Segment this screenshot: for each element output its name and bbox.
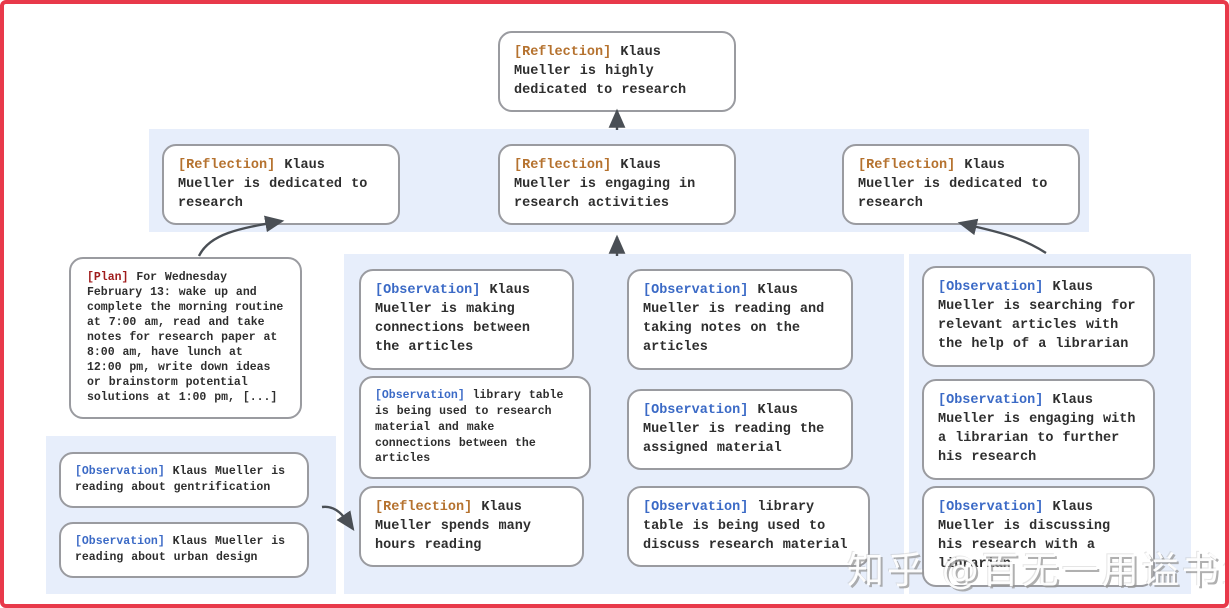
node-obs-taking-notes: [Observation] Klaus Mueller is reading a… <box>627 269 853 370</box>
zhihu-watermark: 知乎 @百无一用谥书生 <box>847 549 1229 592</box>
node-text: Klaus Mueller is reading the assigned ma… <box>643 403 825 457</box>
node-obs-discussing-librarian: [Observation] Klaus Mueller is discussin… <box>922 486 1155 587</box>
node-text: Klaus Mueller is engaging in research ac… <box>514 158 696 212</box>
node-text: Klaus Mueller is reading about urban des… <box>75 535 286 564</box>
observation-tag: [Observation] <box>643 403 749 418</box>
node-text: library table is being used to discuss r… <box>643 500 848 554</box>
observation-tag: [Observation] <box>75 465 165 478</box>
observation-tag: [Observation] <box>643 500 749 515</box>
observation-tag: [Observation] <box>75 535 165 548</box>
node-obs-urban-design: [Observation] Klaus Mueller is reading a… <box>59 522 309 578</box>
node-row2-right-reflection: [Reflection] Klaus Mueller is dedicated … <box>842 144 1080 226</box>
node-text: Klaus Mueller is engaging with a librari… <box>938 393 1136 466</box>
node-text: Klaus Mueller is reading about gentrific… <box>75 465 286 494</box>
node-text: Klaus Mueller is reading and taking note… <box>643 283 825 356</box>
observation-tag: [Observation] <box>375 283 481 298</box>
node-obs-engaging-librarian: [Observation] Klaus Mueller is engaging … <box>922 379 1155 480</box>
node-row2-middle-reflection: [Reflection] Klaus Mueller is engaging i… <box>498 144 736 226</box>
node-text: Klaus Mueller is searching for relevant … <box>938 280 1136 353</box>
reflection-tag: [Reflection] <box>514 158 612 173</box>
node-obs-gentrification: [Observation] Klaus Mueller is reading a… <box>59 452 309 508</box>
reflection-tag: [Reflection] <box>858 158 956 173</box>
plan-tag: [Plan] <box>87 271 129 284</box>
observation-tag: [Observation] <box>938 280 1044 295</box>
node-text: Klaus Mueller is dedicated to research <box>858 158 1048 212</box>
node-obs-library-table-research: [Observation] library table is being use… <box>359 376 591 480</box>
reflection-tag: [Reflection] <box>375 500 473 515</box>
node-text: Klaus Mueller is making connections betw… <box>375 283 530 356</box>
node-reflection-hours-reading: [Reflection] Klaus Mueller spends many h… <box>359 486 584 568</box>
node-text: Klaus Mueller spends many hours reading <box>375 500 531 554</box>
node-obs-library-table-discuss: [Observation] library table is being use… <box>627 486 870 568</box>
observation-tag: [Observation] <box>938 500 1044 515</box>
observation-tag: [Observation] <box>375 389 465 402</box>
node-top-reflection: [Reflection] Klaus Mueller is highly ded… <box>498 31 736 113</box>
node-obs-assigned-material: [Observation] Klaus Mueller is reading t… <box>627 389 853 471</box>
node-text: Klaus Mueller is dedicated to research <box>178 158 368 212</box>
node-text: Klaus Mueller is highly dedicated to res… <box>514 45 687 99</box>
node-obs-searching-articles: [Observation] Klaus Mueller is searching… <box>922 266 1155 367</box>
node-text: Klaus Mueller is discussing his research… <box>938 500 1111 573</box>
node-text: For Wednesday February 13: wake up and c… <box>87 271 284 404</box>
reflection-tag: [Reflection] <box>514 45 612 60</box>
node-text: library table is being used to research … <box>375 389 564 466</box>
node-obs-making-connections: [Observation] Klaus Mueller is making co… <box>359 269 574 370</box>
observation-tag: [Observation] <box>643 283 749 298</box>
observation-tag: [Observation] <box>938 393 1044 408</box>
node-plan: [Plan] For Wednesday February 13: wake u… <box>69 257 302 420</box>
node-row2-left-reflection: [Reflection] Klaus Mueller is dedicated … <box>162 144 400 226</box>
reflection-tag: [Reflection] <box>178 158 276 173</box>
